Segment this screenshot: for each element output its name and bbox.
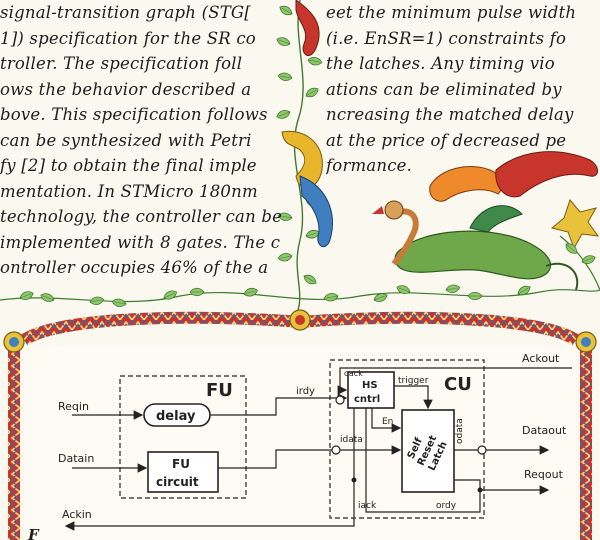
text-line: the latches. Any timing vio <box>326 54 555 73</box>
center-vine <box>275 0 323 311</box>
text-line: implemented with 8 gates. The c <box>0 232 281 252</box>
hs-text-1: HS <box>362 380 378 391</box>
fu-label: FU <box>206 380 233 401</box>
fu-region <box>119 375 247 499</box>
hs-controller-block <box>347 371 395 409</box>
text-line: formance. <box>326 156 413 175</box>
text-line: ows the behavior described a <box>0 79 252 99</box>
oack-label: oack <box>344 369 363 378</box>
idata-label: idata <box>340 435 363 445</box>
red-acanthus <box>295 0 320 57</box>
text-line: mentation. In STMicro 180nm <box>0 181 258 201</box>
delay-text: delay <box>156 409 196 424</box>
text-column-right: eet the minimum pulse width (i.e. EnSR=1… <box>326 0 600 179</box>
text-line: technology, the controller can be <box>0 207 283 226</box>
text-line: eet the minimum pulse width <box>326 3 577 22</box>
req-in-label: Reqin <box>58 400 89 413</box>
en-label: En <box>382 417 393 427</box>
text-line: bove. This specification follows <box>0 105 268 124</box>
text-column-left: signal-transition graph (STG[ 1]) specif… <box>0 0 290 281</box>
right-vine <box>559 235 600 291</box>
bottom-vine-band <box>0 283 600 309</box>
text-line: ncreasing the matched delay <box>326 105 574 124</box>
fu-circuit-text-2: circuit <box>156 475 199 489</box>
trigger-label: trigger <box>398 376 429 386</box>
figure-caption: F <box>28 526 39 540</box>
gold-acanthus <box>281 130 323 189</box>
red-flourish <box>495 151 598 198</box>
ordy-label: ordy <box>436 501 457 511</box>
text-line: can be synthesized with Petri <box>0 130 252 150</box>
blue-acanthus <box>299 175 333 248</box>
fu-circuit-block <box>147 451 219 493</box>
text-line: ontroller occupies 46% of the a <box>0 258 269 277</box>
text-line: at the price of decreased pe <box>326 130 567 150</box>
text-line: troller. The specification foll <box>0 54 243 73</box>
text-line: signal-transition graph (STG[ <box>0 3 251 22</box>
ack-out-label: Ackout <box>522 352 560 365</box>
cu-region <box>329 359 485 519</box>
orange-flourish <box>429 166 503 202</box>
req-out-label: Reqout <box>524 468 564 481</box>
text-line: ations can be eliminated by <box>326 79 562 99</box>
data-out-label: Dataout <box>522 424 567 437</box>
text-line: (i.e. EnSR=1) constraints fo <box>326 28 567 48</box>
gold-star <box>550 198 600 250</box>
hs-text-2: cntrl <box>354 394 380 405</box>
text-line: 1]) specification for the SR co <box>0 28 256 48</box>
ack-in-label: Ackin <box>62 508 92 521</box>
text-line: fy [2] to obtain the final imple <box>0 156 257 175</box>
fu-circuit-text-1: FU <box>172 457 190 471</box>
dragon <box>372 200 579 291</box>
iack-label: iack <box>358 501 377 511</box>
irdy-label: irdy <box>296 386 315 397</box>
data-in-label: Datain <box>58 452 94 465</box>
odata-label: odata <box>455 418 465 444</box>
cu-label: CU <box>444 374 472 395</box>
self-reset-latch-block <box>401 409 455 493</box>
